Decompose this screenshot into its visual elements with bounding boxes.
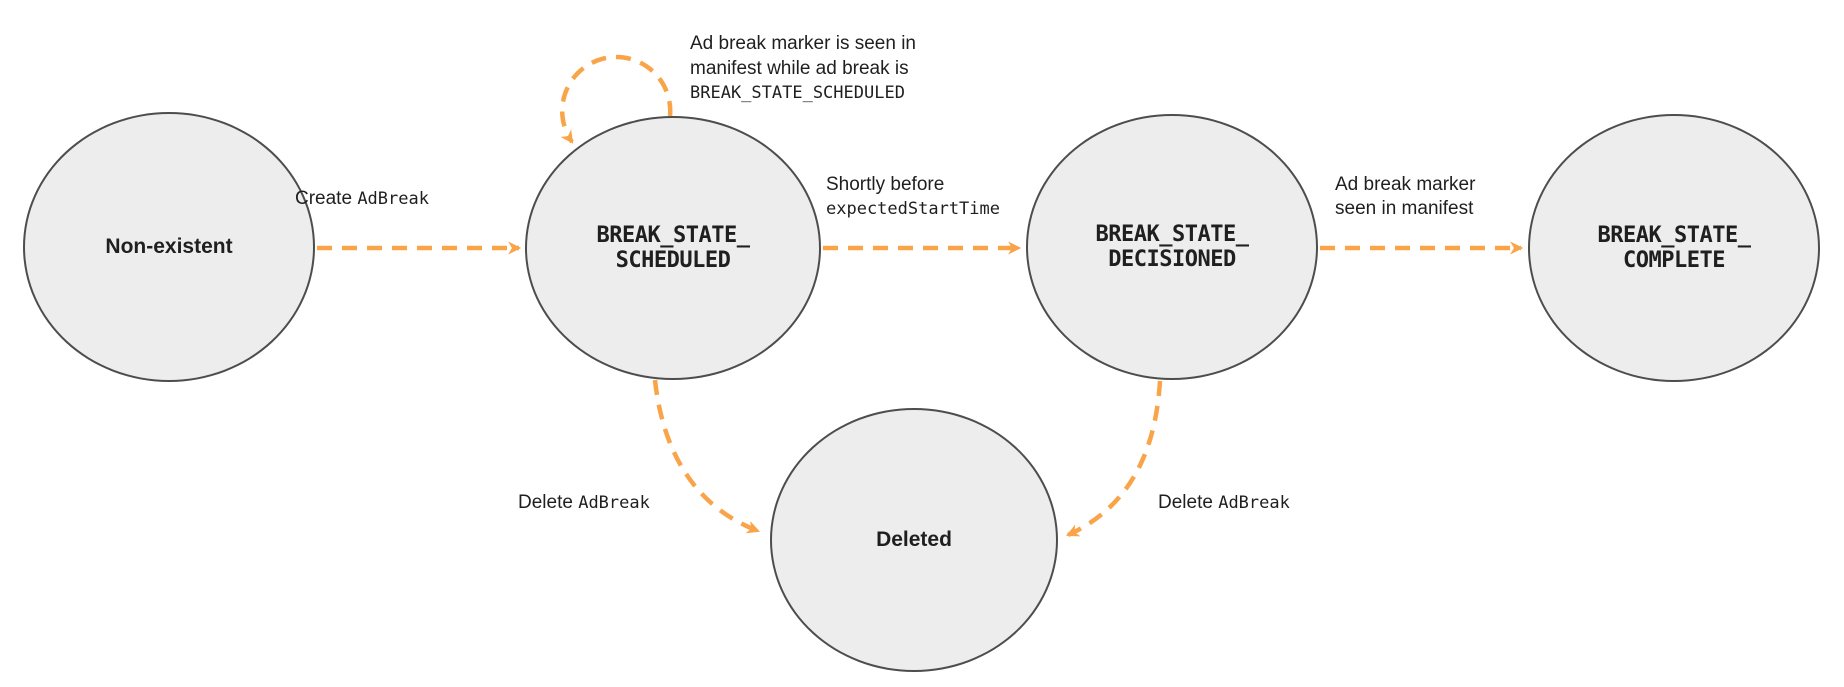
label-create-adbreak: Create AdBreak <box>295 186 429 212</box>
state-break-state-decisioned: BREAK_STATE_ DECISIONED <box>1026 114 1318 380</box>
state-non-existent-label: Non-existent <box>105 235 233 258</box>
label-delete-adbreak-from-scheduled: Delete AdBreak <box>518 490 650 516</box>
state-break-state-complete: BREAK_STATE_ COMPLETE <box>1528 114 1820 382</box>
arrow-delete-from-scheduled <box>652 379 761 534</box>
label-self-loop-line2: manifest while ad break is <box>690 58 909 79</box>
label-shortly-before-start-time: Shortly before expectedStartTime <box>826 173 1000 221</box>
state-break-state-decisioned-label: BREAK_STATE_ DECISIONED <box>1095 222 1249 272</box>
label-marker-seen-in-manifest: Ad break marker seen in manifest <box>1335 173 1475 221</box>
arrow-self-loop-scheduled <box>560 54 673 144</box>
state-non-existent: Non-existent <box>23 112 315 382</box>
label-self-loop-line1: Ad break marker is seen in <box>690 33 916 54</box>
state-break-state-scheduled-label: BREAK_STATE_ SCHEDULED <box>596 223 750 273</box>
label-shortly-before-line1: Shortly before <box>826 174 945 195</box>
state-deleted: Deleted <box>770 408 1058 672</box>
label-delete-adbreak-from-decisioned: Delete AdBreak <box>1158 490 1290 516</box>
label-self-loop-line3-code: BREAK_STATE_SCHEDULED <box>690 83 905 103</box>
label-create-adbreak-code: AdBreak <box>357 189 429 209</box>
label-delete-decisioned-code: AdBreak <box>1218 493 1290 513</box>
label-delete-scheduled-text: Delete <box>518 492 579 513</box>
label-create-adbreak-text: Create <box>295 188 358 209</box>
state-break-state-complete-label: BREAK_STATE_ COMPLETE <box>1597 223 1751 273</box>
state-break-state-scheduled: BREAK_STATE_ SCHEDULED <box>525 116 821 380</box>
label-delete-scheduled-code: AdBreak <box>578 493 650 513</box>
label-delete-decisioned-text: Delete <box>1158 492 1219 513</box>
state-deleted-label: Deleted <box>876 528 952 551</box>
label-shortly-before-line2-code: expectedStartTime <box>826 199 1000 219</box>
label-marker-seen-line2: seen in manifest <box>1335 198 1474 219</box>
arrow-delete-from-decisioned <box>1066 380 1163 538</box>
label-marker-seen-line1: Ad break marker <box>1335 174 1476 195</box>
label-self-loop-marker-seen: Ad break marker is seen in manifest whil… <box>690 31 916 106</box>
